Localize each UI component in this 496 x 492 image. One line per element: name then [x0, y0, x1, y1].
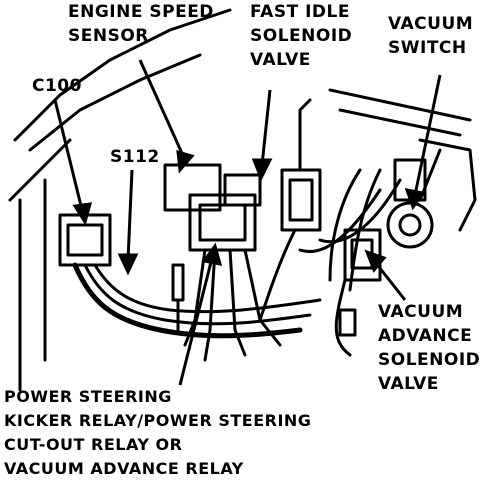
label-line: KICKER RELAY/POWER STEERING	[4, 411, 312, 430]
label-line: FAST IDLE	[250, 2, 350, 22]
panel-line	[328, 88, 472, 122]
label-line: ENGINE SPEED	[68, 2, 214, 22]
strut-edge	[418, 138, 477, 232]
label-line: SENSOR	[68, 26, 149, 46]
label-line: VALVE	[250, 50, 311, 70]
label-power-steering-relay: POWER STEERING KICKER RELAY/POWER STEERI…	[4, 385, 311, 481]
label-line: SOLENOID	[250, 26, 353, 46]
label-line: VACUUM	[388, 14, 474, 34]
label-vacuum-switch: VACUUM SWITCH	[388, 12, 473, 60]
arrow-fast-idle	[260, 89, 272, 166]
arrow-vacuum-advance	[373, 261, 407, 301]
label-line: ADVANCE	[378, 326, 473, 346]
label-line: VACUUM ADVANCE RELAY	[4, 459, 244, 478]
label-line: C100	[32, 76, 82, 96]
label-line: VACUUM	[378, 302, 464, 322]
fender-outline	[13, 8, 232, 142]
relay-body	[188, 193, 257, 252]
fender-inner	[28, 53, 202, 152]
label-fast-idle-solenoid-valve: FAST IDLE SOLENOID VALVE	[250, 0, 352, 72]
panel-line-2	[338, 108, 462, 137]
label-line: POWER STEERING	[4, 387, 172, 406]
arrow-power-steering	[178, 257, 214, 386]
label-line: VALVE	[378, 374, 439, 394]
label-line: S112	[110, 147, 160, 167]
label-engine-speed-sensor: ENGINE SPEED SENSOR	[68, 0, 214, 48]
arrow-s112	[126, 169, 134, 261]
label-s112: S112	[110, 145, 160, 169]
label-line: CUT-OUT RELAY OR	[4, 435, 183, 454]
label-line: SWITCH	[388, 38, 467, 58]
label-c100: C100	[32, 74, 82, 98]
vacuum-switch-body	[386, 201, 434, 249]
firewall-edge	[8, 138, 72, 202]
label-vacuum-advance-solenoid-valve: VACUUM ADVANCE SOLENOID VALVE	[378, 300, 480, 396]
label-line: SOLENOID	[378, 350, 481, 370]
arrow-vacuum-switch	[413, 74, 442, 196]
wire-harness	[72, 262, 303, 339]
engine-speed-sensor-body	[163, 163, 222, 212]
arrow-engine-speed-sensor	[138, 59, 187, 161]
arrow-c100	[53, 99, 84, 211]
